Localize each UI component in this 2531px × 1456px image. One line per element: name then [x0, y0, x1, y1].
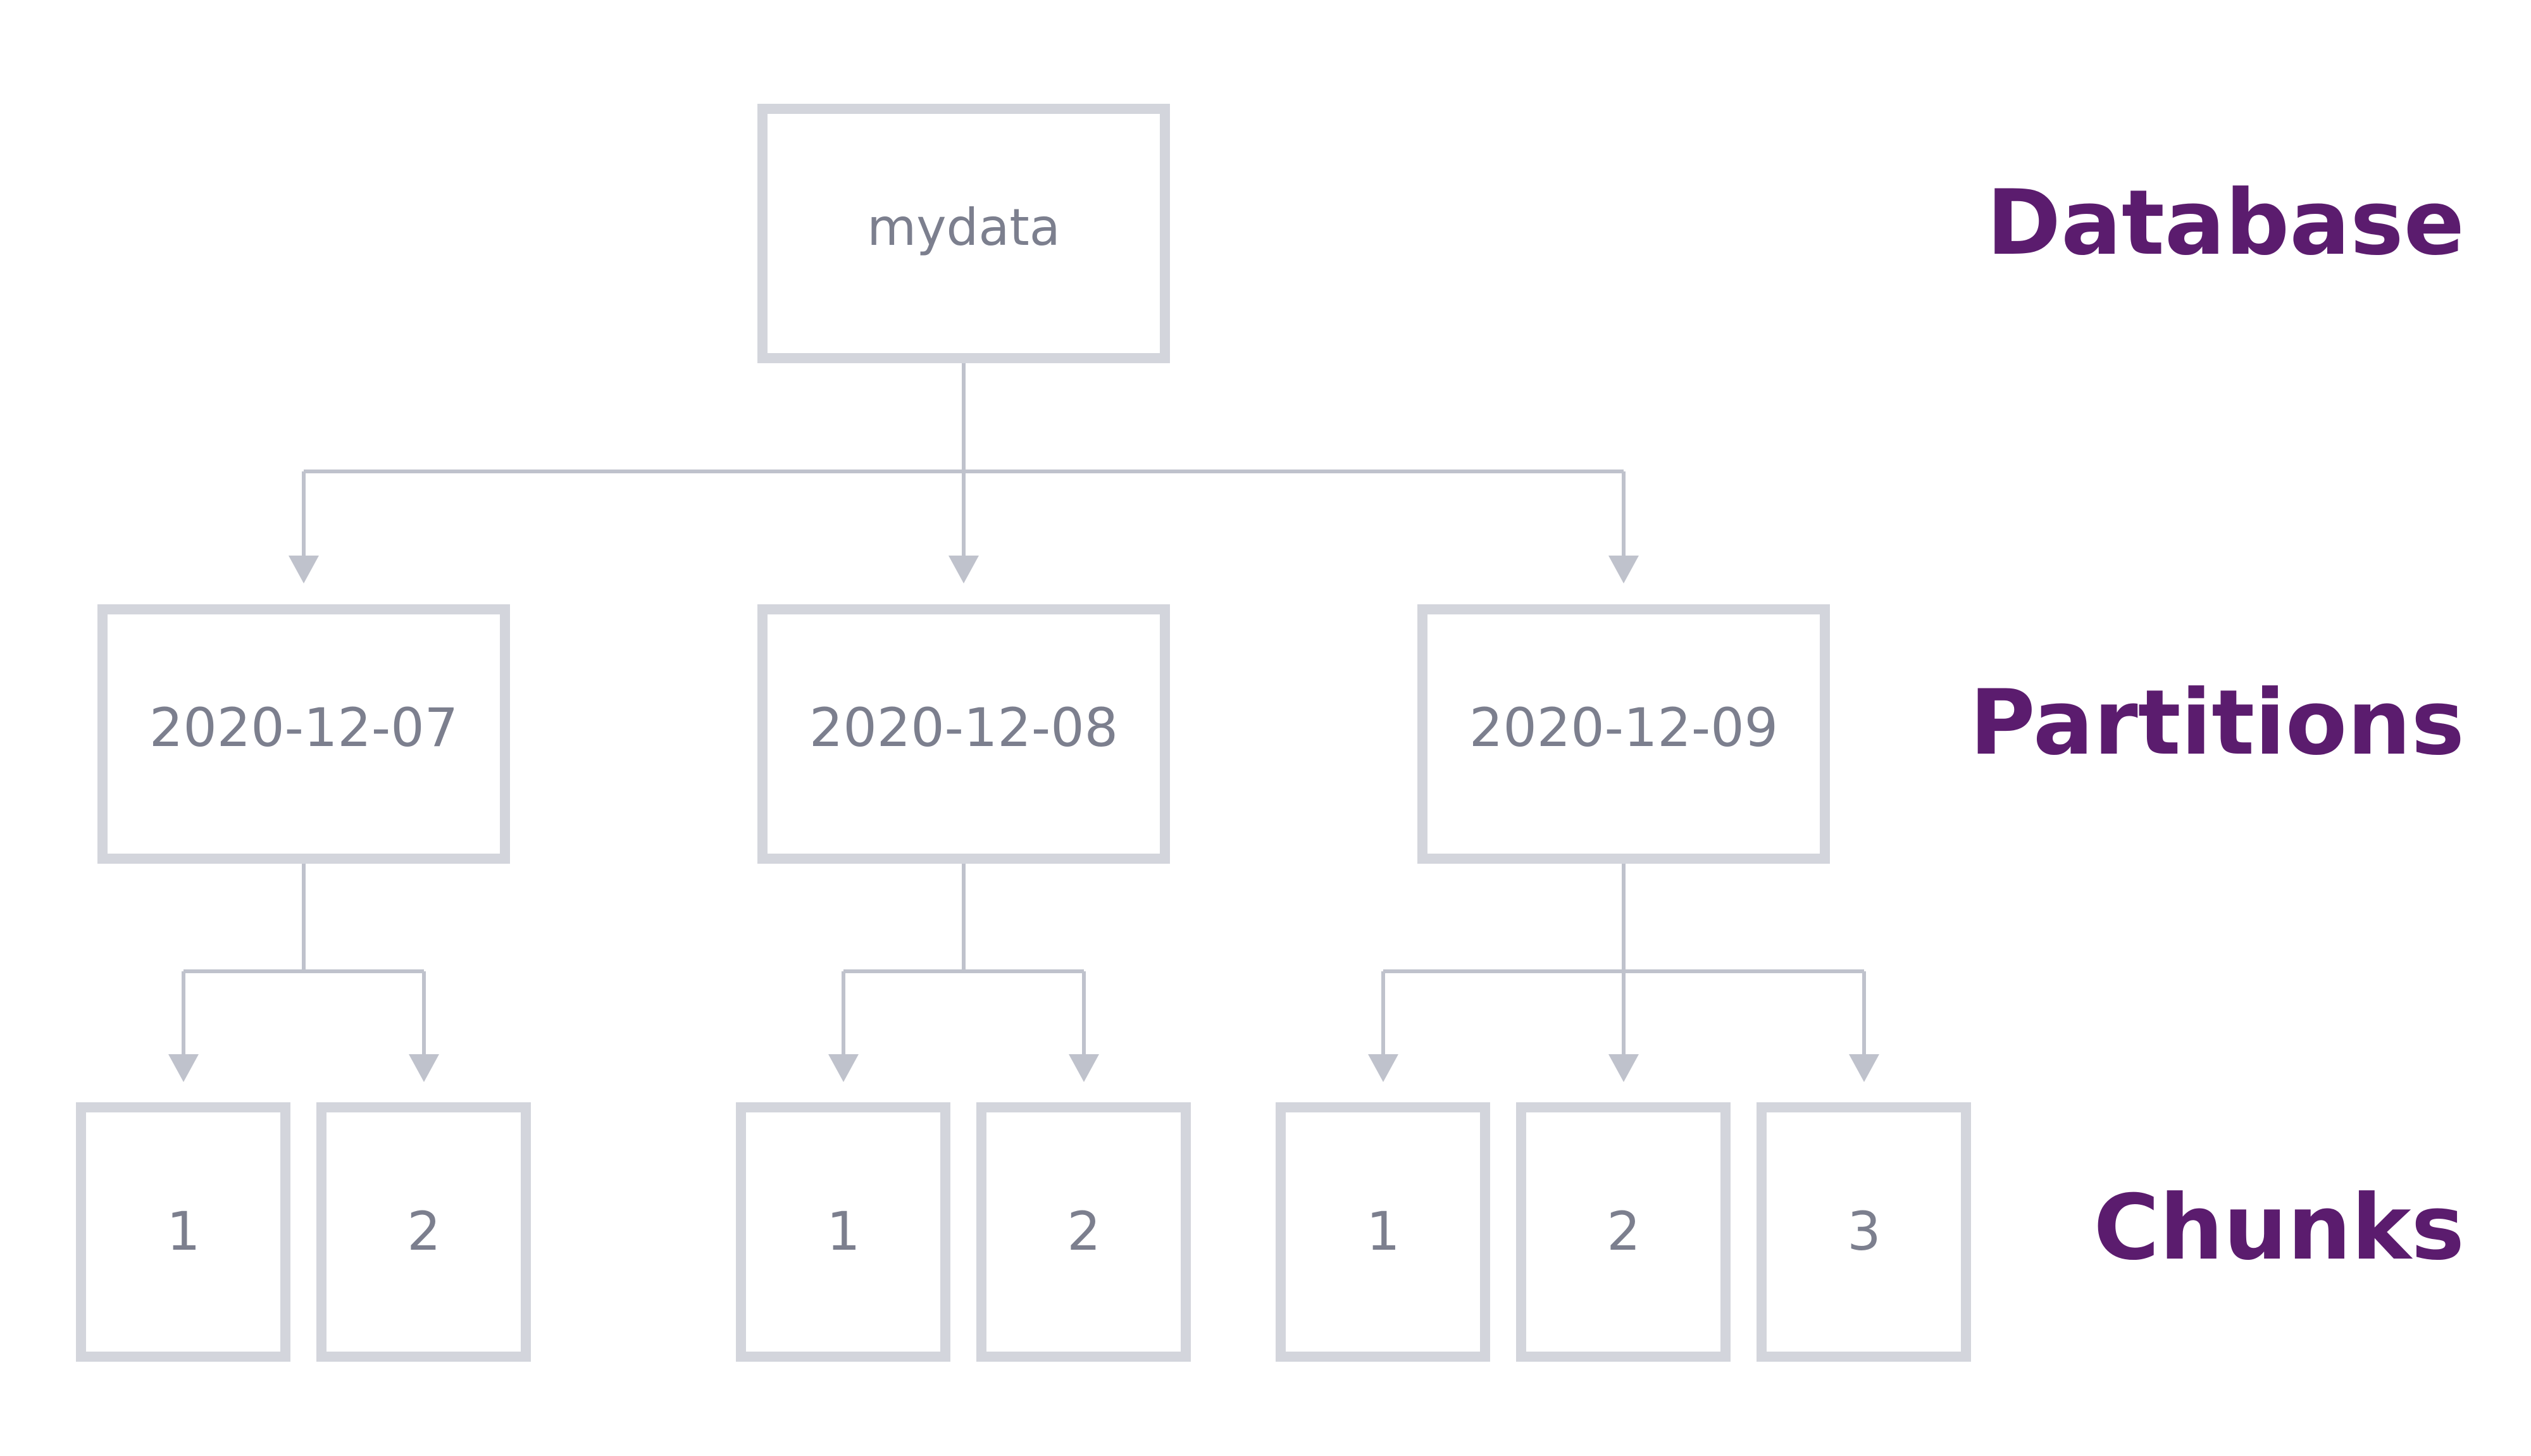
partition-name: 2020-12-09: [1469, 697, 1778, 759]
level-label-chunks: Chunks: [2094, 1176, 2465, 1280]
partition-node: 2020-12-08: [757, 604, 1170, 864]
arrowhead-p3-chunk-1: [1368, 1054, 1398, 1082]
arrowhead-partition-1: [289, 556, 319, 583]
database-node: mydata: [757, 104, 1170, 363]
database-name: mydata: [867, 198, 1060, 257]
arrowhead-partition-3: [1608, 556, 1639, 583]
partition-name: 2020-12-07: [149, 697, 458, 759]
connectors-database-to-partitions: [289, 361, 1639, 583]
chunk-label: 2: [407, 1200, 440, 1262]
connectors-partition-2-to-chunks: [828, 861, 1099, 1082]
chunk-node: 2: [1516, 1102, 1731, 1362]
connectors-partition-1-to-chunks: [168, 861, 439, 1082]
arrowhead-p1-chunk-1: [168, 1054, 199, 1082]
arrowhead-p2-chunk-1: [828, 1054, 859, 1082]
connectors-partition-3-to-chunks: [1368, 861, 1879, 1082]
arrowhead-p1-chunk-2: [409, 1054, 439, 1082]
chunk-label: 2: [1607, 1200, 1640, 1262]
chunk-label: 2: [1067, 1200, 1100, 1262]
chunk-label: 1: [1366, 1200, 1400, 1262]
chunk-node: 1: [1276, 1102, 1490, 1362]
chunk-node: 1: [736, 1102, 950, 1362]
chunk-node: 2: [316, 1102, 531, 1362]
level-label-database: Database: [1986, 171, 2465, 275]
arrowhead-p2-chunk-2: [1069, 1054, 1099, 1082]
level-label-partitions: Partitions: [1970, 671, 2465, 775]
partition-name: 2020-12-08: [809, 697, 1118, 759]
arrowhead-partition-2: [948, 556, 979, 583]
chunk-label: 3: [1847, 1200, 1881, 1262]
partition-node: 2020-12-07: [97, 604, 510, 864]
arrowhead-p3-chunk-2: [1608, 1054, 1639, 1082]
chunk-node: 2: [976, 1102, 1191, 1362]
arrowhead-p3-chunk-3: [1849, 1054, 1879, 1082]
chunk-label: 1: [826, 1200, 860, 1262]
partition-node: 2020-12-09: [1417, 604, 1830, 864]
chunk-node: 3: [1757, 1102, 1971, 1362]
chunk-label: 1: [166, 1200, 200, 1262]
chunk-node: 1: [76, 1102, 290, 1362]
